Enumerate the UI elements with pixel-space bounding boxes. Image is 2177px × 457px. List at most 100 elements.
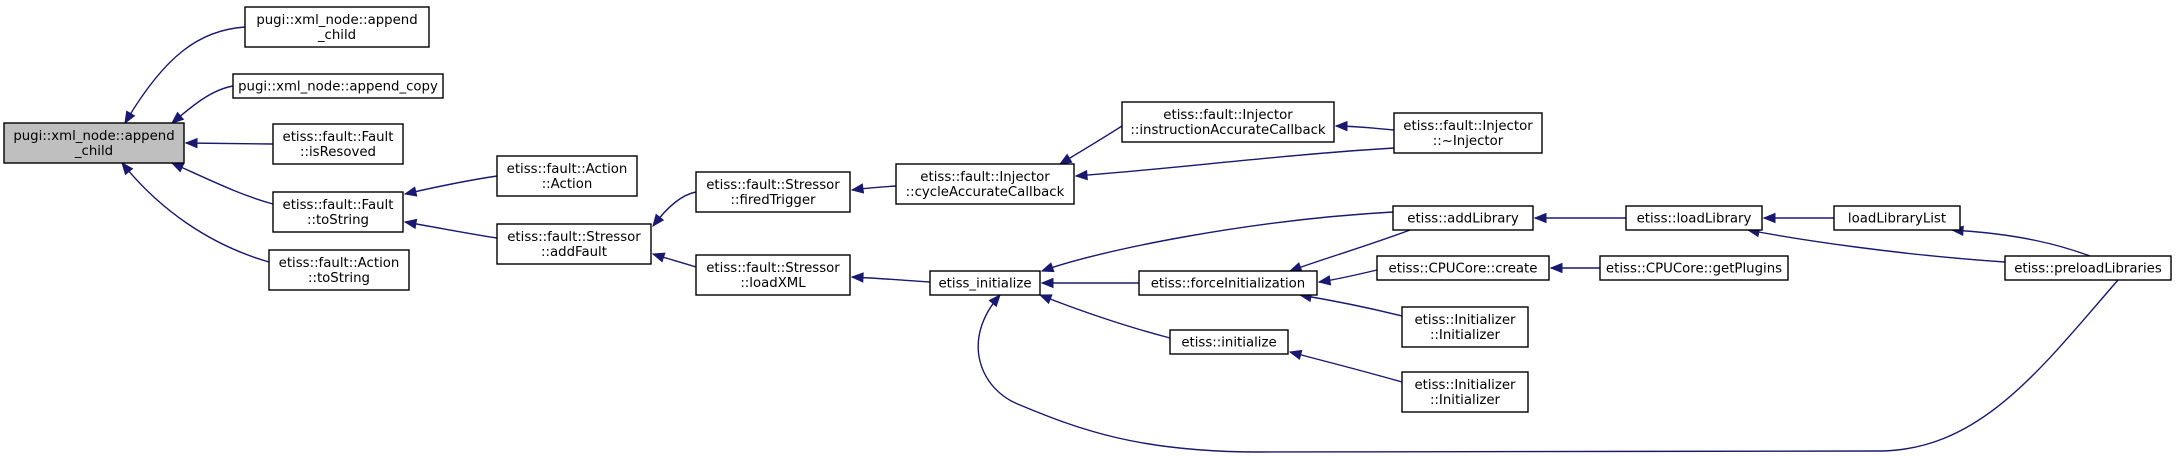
node-label: _child [317, 28, 356, 43]
arrowhead [652, 213, 665, 228]
edge-line [851, 276, 931, 283]
node-initializer2[interactable]: etiss::Initializer::Initializer [1401, 371, 1529, 413]
node-box [895, 163, 1075, 205]
node-addLibrary[interactable]: etiss::addLibrary [1392, 205, 1534, 231]
node-initializer1[interactable]: etiss::Initializer::Initializer [1401, 306, 1529, 348]
node-label: etiss::fault::Fault [283, 130, 394, 145]
edge-line [1041, 211, 1394, 272]
node-box [1169, 329, 1289, 355]
arrowhead [403, 218, 418, 230]
node-box [272, 123, 404, 165]
arrowhead [184, 137, 198, 149]
arrowhead [1334, 120, 1348, 132]
node-label: etiss::preloadLibraries [2014, 262, 2162, 277]
edge-line [1075, 147, 1395, 177]
node-getPlugins[interactable]: etiss::CPUCore::getPlugins [1599, 255, 1789, 281]
edge-initialize-to-etiss-initialize [1038, 294, 1171, 339]
node-box [496, 223, 652, 265]
node-cpuCreate[interactable]: etiss::CPUCore::create [1376, 255, 1550, 281]
node-label: etiss::fault::Injector [1403, 119, 1533, 134]
node-label: ::instructionAccurateCallback [1130, 123, 1326, 138]
edge-initializer1-to-forceInit [1298, 291, 1403, 317]
node-label: ::toString [307, 213, 369, 228]
node-box [496, 155, 638, 197]
arrowhead [651, 252, 666, 263]
node-injectorDtor[interactable]: etiss::fault::Injector::~Injector [1393, 112, 1543, 154]
node-box [1392, 205, 1534, 231]
arrowhead [1288, 262, 1303, 273]
edge-fault-toString-to-root [170, 162, 274, 205]
node-loadLibraryList[interactable]: loadLibraryList [1833, 205, 1961, 231]
node-addFault[interactable]: etiss::fault::Stressor::addFault [496, 223, 652, 265]
edge-line [404, 221, 498, 239]
node-box [3, 122, 185, 164]
node-etiss-initialize[interactable]: etiss_initialize [929, 270, 1041, 296]
node-fault-toString[interactable]: etiss::fault::Fault::toString [272, 191, 404, 233]
edge-injectorDtor-to-cycleAccurate [1074, 147, 1395, 181]
edge-line [124, 26, 246, 124]
node-box [268, 249, 410, 291]
node-label: etiss::addLibrary [1407, 212, 1519, 227]
edge-instrAccurate-to-cycleAccurate [1058, 125, 1123, 165]
arrowhead [1549, 262, 1563, 274]
arrowhead [403, 186, 418, 197]
node-cycleAccurate[interactable]: etiss::fault::Injector::cycleAccurateCal… [895, 163, 1075, 205]
edge-line [1289, 351, 1403, 383]
edge-action-action-to-fault-toString [403, 175, 498, 197]
node-label: etiss::initialize [1181, 336, 1276, 351]
arrowhead [1288, 349, 1303, 361]
edge-line [121, 162, 270, 263]
edge-action-toString-to-root [121, 161, 270, 263]
node-initialize[interactable]: etiss::initialize [1169, 329, 1289, 355]
node-label: ::firedTrigger [731, 193, 817, 208]
node-loadXML[interactable]: etiss::fault::Stressor::loadXML [695, 254, 851, 296]
arrowhead [170, 162, 185, 173]
node-preloadLibraries[interactable]: etiss::preloadLibraries [2004, 255, 2172, 281]
node-firedTrigger[interactable]: etiss::fault::Stressor::firedTrigger [695, 171, 851, 213]
node-label: ::cycleAccurateCallback [906, 185, 1065, 200]
node-box [1401, 371, 1529, 413]
node-label: ::loadXML [740, 276, 806, 291]
node-label: pugi::xml_node::append [256, 13, 417, 28]
edge-line [1039, 294, 1171, 339]
node-box [695, 254, 851, 296]
edge-line [1299, 294, 1403, 317]
edge-etiss-initialize-to-loadXML [850, 272, 931, 283]
edge-line [1951, 229, 2091, 257]
node-loadLibrary[interactable]: etiss::loadLibrary [1625, 205, 1763, 231]
node-label: etiss::CPUCore::getPlugins [1606, 262, 1782, 277]
edge-loadLibrary-to-addLibrary [1533, 212, 1626, 224]
node-label: ::toString [308, 271, 370, 286]
arrowhead [850, 272, 864, 283]
node-append-child[interactable]: pugi::xml_node::append_child [244, 6, 430, 48]
arrowhead [988, 293, 1001, 308]
arrowhead [850, 183, 865, 194]
edge-append-child-to-root [124, 26, 246, 125]
node-label: etiss::Initializer [1414, 313, 1516, 328]
node-root[interactable]: pugi::xml_node::append_child [3, 122, 185, 164]
node-instrAccurate[interactable]: etiss::fault::Injector::instructionAccur… [1121, 101, 1335, 143]
edge-forceInit-to-etiss-initialize [1040, 277, 1139, 289]
node-label: etiss::fault::Stressor [507, 230, 641, 245]
arrowhead [1762, 212, 1776, 224]
node-box [1599, 255, 1789, 281]
edge-line [171, 162, 274, 205]
node-action-toString[interactable]: etiss::fault::Action::toString [268, 249, 410, 291]
node-append-copy[interactable]: pugi::xml_node::append_copy [232, 73, 444, 99]
arrowhead [1317, 275, 1332, 286]
edge-layer [121, 26, 2119, 453]
node-action-action[interactable]: etiss::fault::Action::Action [496, 155, 638, 197]
node-label: ::Action [542, 177, 593, 192]
node-box [272, 191, 404, 233]
edge-cycleAccurate-to-firedTrigger [850, 183, 897, 194]
node-forceInit[interactable]: etiss::forceInitialization [1138, 270, 1318, 296]
node-label: ::Initializer [1430, 328, 1501, 343]
edge-preloadLibraries-to-loadLibraryList [1950, 225, 2091, 257]
node-label: _child [74, 144, 113, 159]
node-box [929, 270, 1041, 296]
node-label: etiss_initialize [938, 277, 1031, 292]
node-label: etiss::fault::Injector [920, 170, 1050, 185]
node-isResoved[interactable]: etiss::fault::Fault::isResoved [272, 123, 404, 165]
node-label: ::addFault [541, 245, 607, 260]
